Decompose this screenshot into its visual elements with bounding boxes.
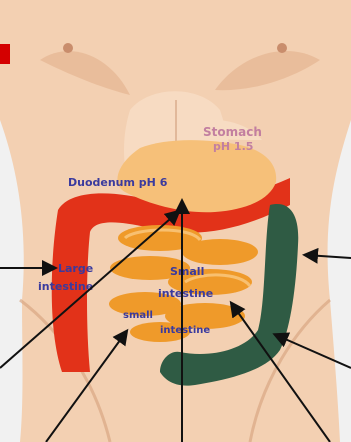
label-small-intestine-line-1: Small bbox=[170, 265, 204, 278]
label-lower-line-2: intestine bbox=[160, 325, 210, 336]
label-stomach-line-2: pH 1.5 bbox=[213, 140, 253, 153]
label-lower-line-1: small bbox=[123, 310, 153, 321]
label-duodenum: Duodenum pH 6 bbox=[68, 176, 168, 189]
label-large-intestine-line-2: intestine bbox=[38, 280, 93, 293]
nipple-right bbox=[277, 43, 287, 53]
nipple-left bbox=[63, 43, 73, 53]
label-large-intestine-line-1: Large bbox=[58, 262, 93, 275]
label-small-intestine-line-2: intestine bbox=[158, 287, 213, 300]
red-tab bbox=[0, 44, 10, 64]
label-stomach-line-1: Stomach bbox=[203, 125, 262, 139]
